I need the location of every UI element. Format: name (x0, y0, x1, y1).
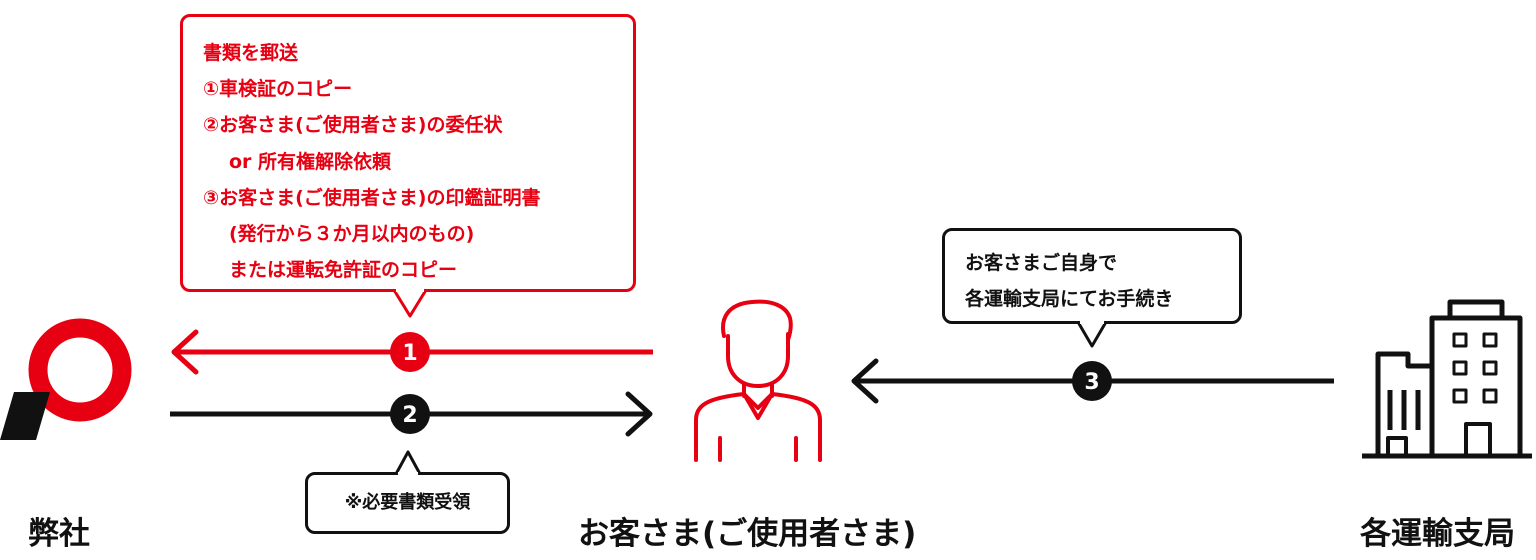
step-number-2: 2 (402, 403, 417, 428)
step-badge-1 (390, 332, 430, 372)
callout-send-line: 書類を郵送 (203, 42, 299, 64)
building-icon (1362, 299, 1532, 459)
arrow-step-3 (851, 358, 1334, 404)
callout-send-line: または運転免許証のコピー (229, 259, 458, 282)
callout-receive-text: ※必要書類受領 (344, 492, 471, 513)
callout-send-documents: 書類を郵送 ①車検証のコピー ②お客さま(ご使用者さま)の委任状 or 所有権解… (180, 14, 636, 292)
callout-send-line: ②お客さま(ご使用者さま)の委任状 (203, 114, 503, 137)
company-label: 弊社 (28, 516, 90, 552)
callout-send-line: ①車検証のコピー (203, 78, 353, 101)
bureau-label: 各運輸支局 (1360, 516, 1515, 552)
person-icon (694, 299, 822, 462)
step-badge-2 (390, 394, 430, 434)
arrow-step-1 (171, 329, 653, 375)
callout-send-line: ③お客さま(ご使用者さま)の印鑑証明書 (203, 186, 541, 209)
callout-procedure-line: お客さまご自身で (965, 252, 1118, 274)
callout-send-line: or 所有権解除依頼 (229, 150, 392, 173)
arrow-step-2 (170, 391, 653, 437)
step-badge-3 (1072, 361, 1112, 401)
step-number-1: 1 (402, 341, 417, 366)
step-number-3: 3 (1084, 370, 1099, 395)
customer-label: お客さま(ご使用者さま) (578, 516, 917, 552)
callout-procedure-line: 各運輸支局にてお手続き (965, 288, 1174, 310)
callout-send-line: (発行から３か月以内のもの) (229, 223, 475, 246)
company-logo-icon (0, 318, 132, 440)
